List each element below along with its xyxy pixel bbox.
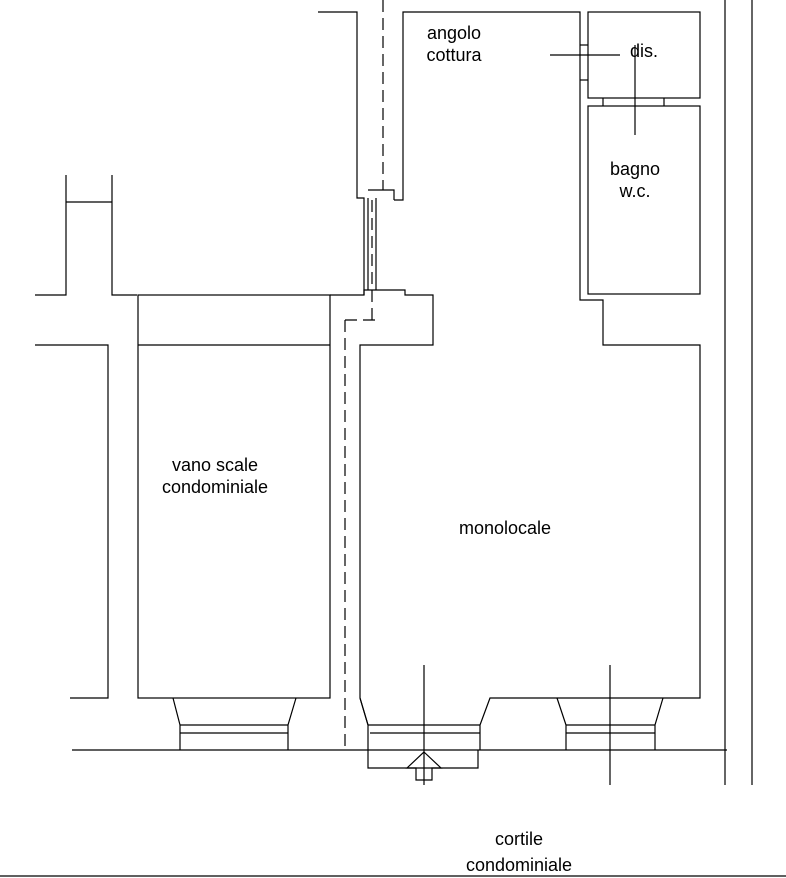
stairwell-walls [137, 294, 331, 750]
room-label-courtyard: cortile condominiale [444, 826, 594, 878]
room-label-closet: dis. [612, 40, 676, 62]
room-label-bathroom-line2: w.c. [619, 181, 651, 201]
room-label-bathroom: bagno w.c. [592, 158, 678, 202]
room-label-kitchen-line1: angolo [426, 23, 482, 43]
axis-markers [423, 665, 611, 785]
room-label-stairwell: vano scale condominiale [140, 454, 290, 498]
room-label-closet-line1: dis. [629, 41, 658, 61]
central-shaft [318, 0, 434, 750]
courtyard-line [0, 749, 786, 877]
entrance-arrow-icon [405, 751, 443, 781]
room-label-studio: monolocale [440, 517, 570, 539]
left-structure [35, 175, 137, 699]
room-label-stairwell-line2: condominiale [161, 477, 269, 497]
room-label-studio-line1: monolocale [458, 518, 552, 538]
room-label-kitchen-line2: cottura [426, 45, 482, 65]
room-label-courtyard-line1: cortile [494, 829, 543, 849]
bathroom-walls [550, 11, 701, 295]
room-label-kitchen: angolo cottura [404, 22, 504, 66]
room-label-stairwell-line1: vano scale [171, 455, 259, 475]
room-label-bathroom-line1: bagno [609, 159, 661, 179]
room-label-courtyard-line2: condominiale [465, 855, 573, 875]
apartment-walls [359, 11, 701, 769]
right-boundary [724, 0, 753, 785]
